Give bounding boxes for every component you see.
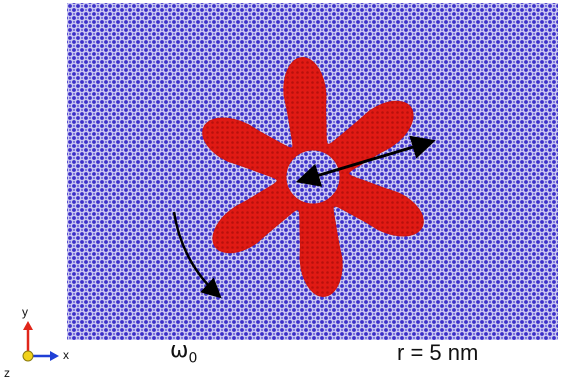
y-axis-label: y [22,305,28,319]
z-axis-origin [22,350,34,362]
x-axis-arrowhead [50,351,59,361]
angular-velocity-label: ω0 [170,338,197,366]
radius-arrow [295,135,436,187]
omega-subscript: 0 [188,350,198,367]
rotation-arrow [172,211,222,299]
omega-symbol: ω [170,338,189,363]
radius-label: r = 5 nm [397,340,479,365]
z-axis-label: z [4,366,10,380]
y-axis-arrowhead [23,321,33,330]
x-axis-label: x [63,348,69,362]
axis-triad [22,321,59,362]
